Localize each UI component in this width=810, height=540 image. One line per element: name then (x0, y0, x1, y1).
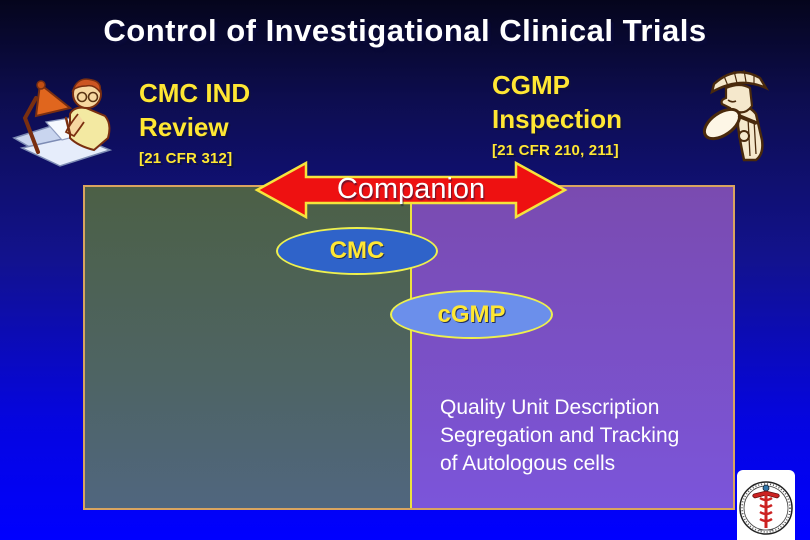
detective-clipart-icon (698, 62, 782, 164)
cmc-oval-label: CMC (329, 237, 385, 264)
quality-line3: of Autologous cells (440, 452, 616, 475)
right-heading: CGMP Inspection [21 CFR 210, 211] (492, 68, 622, 159)
left-heading-line2: Review (139, 112, 229, 142)
quality-text-block: Quality Unit Description Segregation and… (440, 394, 679, 478)
companion-arrow: Companion (254, 160, 568, 220)
quality-line1: Quality Unit Description (440, 396, 660, 419)
writer-clipart-icon (8, 58, 120, 170)
double-arrow-icon (254, 160, 568, 220)
quality-line2: Segregation and Tracking (440, 424, 680, 447)
cgmp-oval-label: cGMP (437, 300, 506, 328)
right-heading-line1: CGMP (492, 70, 570, 100)
left-heading-cfr: [21 CFR 312] (139, 150, 233, 167)
comparison-panels (83, 185, 735, 510)
cgmp-oval: cGMP (390, 290, 553, 339)
slide-title: Control of Investigational Clinical Tria… (103, 13, 707, 48)
right-heading-line2: Inspection (492, 104, 623, 134)
fda-seal-svg (739, 481, 793, 535)
fda-seal-icon (737, 470, 795, 540)
writer-clipart-svg (12, 78, 113, 167)
cmc-oval: CMC (276, 227, 438, 275)
left-heading: CMC IND Review [21 CFR 312] (139, 76, 250, 167)
cgmp-panel (412, 187, 733, 508)
companion-label: Companion (336, 173, 486, 205)
detective-clipart-svg (702, 69, 770, 162)
left-heading-line1: CMC IND (139, 78, 251, 108)
right-heading-cfr: [21 CFR 210, 211] (492, 142, 619, 159)
